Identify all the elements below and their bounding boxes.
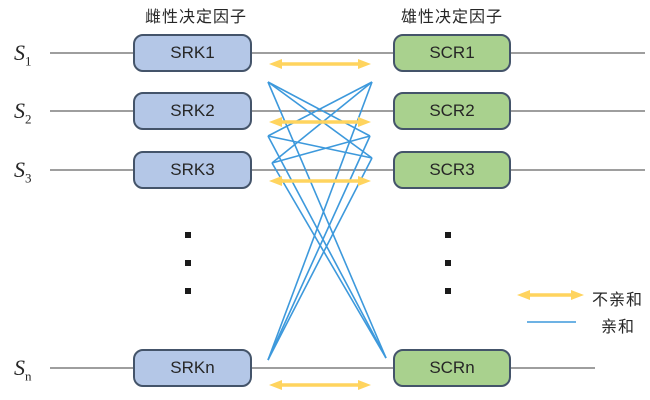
male-determinant-title: 雄性决定因子 xyxy=(400,9,503,26)
vertical-ellipsis-left-icon xyxy=(185,232,191,294)
scr2-box: SCR2 xyxy=(393,92,511,130)
srk3-box: SRK3 xyxy=(133,151,252,189)
compatible-line-srk1-scrn xyxy=(267,81,387,359)
legend-compatible-label: 亲和 xyxy=(601,319,636,336)
sn-row-label: Sn xyxy=(14,355,32,384)
s1-row-label: S1 xyxy=(14,40,32,69)
scr3-box: SCR3 xyxy=(393,151,511,189)
srk2-box: SRK2 xyxy=(133,92,252,130)
compatible-line-srkn-scr1 xyxy=(267,81,373,361)
compatible-line-srk3-scr2 xyxy=(271,135,371,164)
legend-incompatible-arrow-icon xyxy=(517,290,584,300)
compatible-lines xyxy=(267,81,387,361)
compatible-line-srkn-scr2 xyxy=(267,135,371,361)
s3-row-label: S3 xyxy=(14,157,32,186)
compatible-line-srk3-scrn xyxy=(271,162,387,359)
incompatible-arrow-row1 xyxy=(269,59,371,69)
scr1-box: SCR1 xyxy=(393,34,511,72)
compatible-line-srk2-scr3 xyxy=(267,135,373,159)
srkn-box: SRKn xyxy=(133,349,252,387)
compatible-line-srkn-scr3 xyxy=(267,157,373,361)
legend-incompatible-label: 不亲和 xyxy=(592,292,644,309)
srk1-box: SRK1 xyxy=(133,34,252,72)
female-determinant-title: 雌性决定因子 xyxy=(144,9,247,26)
compatible-line-srk1-scr3 xyxy=(267,81,373,159)
s2-row-label: S2 xyxy=(14,98,32,127)
incompatible-arrow-row3 xyxy=(269,176,371,186)
compatible-line-srk2-scr1 xyxy=(267,81,373,137)
vertical-ellipsis-right-icon xyxy=(445,232,451,294)
scrn-box: SCRn xyxy=(393,349,511,387)
incompatible-arrow-row2 xyxy=(269,117,371,127)
incompatible-arrow-rown xyxy=(269,380,371,390)
